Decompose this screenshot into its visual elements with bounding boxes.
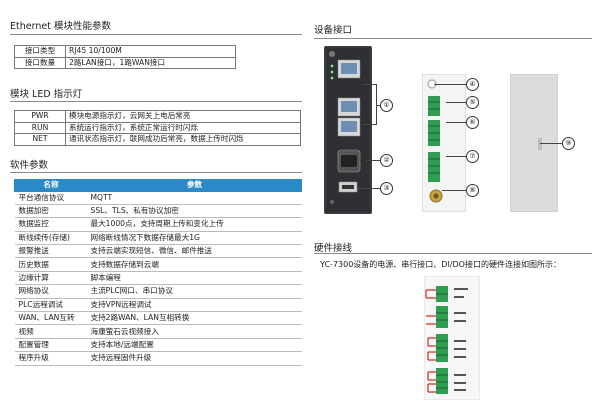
table-row: 程序升级支持远程固件升级: [14, 351, 302, 366]
table-row: PLC远程调试支持VPN远程调试: [14, 298, 302, 313]
callout-line: [376, 84, 377, 125]
callout-line: [446, 102, 466, 103]
table-cell: PLC远程调试: [14, 298, 88, 313]
table-row: 报警推送支持云端实现短信、微信、邮件推送: [14, 244, 302, 259]
table-cell: 脚本编程: [87, 271, 302, 286]
table-header: 名称: [14, 179, 88, 192]
table-cell: 最大1000点，支持周期上传和变化上传: [87, 217, 302, 232]
table-row: 数据监控最大1000点，支持周期上传和变化上传: [14, 217, 302, 232]
callout-5: ⑤: [466, 96, 479, 109]
led-rule: [10, 101, 302, 102]
terminal-block-image: [422, 74, 466, 212]
eth-table: 接口类型 RJ45 10/100M 接口数量 2路LAN接口，1路WAN接口: [14, 45, 236, 69]
eth-rule: [10, 34, 302, 35]
table-cell: 主流PLC网口、串口协议: [87, 284, 302, 299]
table-row: 接口类型 RJ45 10/100M: [14, 45, 236, 58]
table-cell: 程序升级: [14, 351, 88, 366]
callout-line: [434, 84, 466, 85]
callout-7: ⑦: [466, 150, 479, 163]
table-cell: MQTT: [87, 191, 302, 205]
table-cell: WAN、LAN互转: [14, 311, 88, 326]
table-cell: RJ45 10/100M: [65, 45, 236, 58]
table-cell: 报警推送: [14, 244, 88, 259]
table-cell: 2路LAN接口，1路WAN接口: [65, 56, 236, 69]
table-cell: 支持数据存储到云端: [87, 257, 302, 272]
soft-rule: [10, 172, 302, 173]
callout-line: [446, 156, 466, 157]
table-cell: 通讯状态指示灯，联网成功后常亮，数据上传时闪烁: [65, 133, 301, 146]
table-cell: 网络协议: [14, 284, 88, 299]
table-row: 配置管理支持本地/远端配置: [14, 338, 302, 353]
table-cell: 海康萤石云视频接入: [87, 324, 302, 339]
callout-line: [362, 124, 376, 125]
device-front-image: [324, 46, 372, 214]
callout-2: ②: [380, 154, 393, 167]
soft-title: 软件参数: [10, 160, 49, 171]
table-row: 接口数量 2路LAN接口，1路WAN接口: [14, 56, 236, 69]
table-row: PWR 模块电源指示灯，云网关上电后常亮: [14, 110, 301, 123]
table-cell: SSL、TLS、私有协议加密: [87, 204, 302, 219]
table-cell: 模块电源指示灯，云网关上电后常亮: [65, 110, 301, 123]
table-cell: 系统运行指示灯，系统正常运行时闪烁: [65, 121, 301, 134]
device-rule: [314, 38, 592, 39]
table-row: 历史数据支持数据存储到云端: [14, 257, 302, 272]
table-cell: 断线续传(存储): [14, 231, 88, 246]
callout-6: ⑥: [466, 116, 479, 129]
hw-caption: YC-7300设备的电源、串行接口、DI/DO接口的硬件连接如图所示：: [320, 260, 561, 269]
table-cell: 接口数量: [14, 56, 66, 69]
table-cell: 接口类型: [14, 45, 66, 58]
callout-line: [366, 160, 380, 161]
table-row: 网络协议主流PLC网口、串口协议: [14, 284, 302, 299]
table-row: 断线续传(存储)网络断线情况下数据存储最大1G: [14, 231, 302, 246]
callout-3: ③: [380, 182, 393, 195]
table-header: 参数: [87, 179, 302, 192]
hw-rule: [314, 253, 592, 254]
table-cell: 支持本地/远端配置: [87, 338, 302, 353]
table-cell: RUN: [14, 121, 66, 134]
table-row: RUN 系统运行指示灯，系统正常运行时闪烁: [14, 121, 301, 134]
wiring-diagram-image: [424, 276, 480, 400]
callout-line: [358, 188, 380, 189]
callout-line: [442, 190, 466, 191]
table-cell: 支持云端实现短信、微信、邮件推送: [87, 244, 302, 259]
callout-4: ④: [466, 78, 479, 91]
table-cell: PWR: [14, 110, 66, 123]
table-row: 边缘计算脚本编程: [14, 271, 302, 286]
table-cell: 网络断线情况下数据存储最大1G: [87, 231, 302, 246]
table-row: 视频海康萤石云视频接入: [14, 324, 302, 339]
table-cell: 视频: [14, 324, 88, 339]
callout-line: [446, 122, 466, 123]
table-cell: 支持远程固件升级: [87, 351, 302, 366]
device-title: 设备接口: [314, 25, 353, 36]
table-cell: 历史数据: [14, 257, 88, 272]
led-table: PWR 模块电源指示灯，云网关上电后常亮 RUN 系统运行指示灯，系统正常运行时…: [14, 110, 301, 146]
table-cell: 数据加密: [14, 204, 88, 219]
table-cell: 数据监控: [14, 217, 88, 232]
eth-title: Ethernet 模块性能参数: [10, 21, 111, 32]
hw-title: 硬件接线: [314, 243, 353, 254]
callout-9: ⑨: [562, 137, 575, 150]
table-cell: 支持2路WAN、LAN互相转换: [87, 311, 302, 326]
table-row: NET 通讯状态指示灯，联网成功后常亮，数据上传时闪烁: [14, 133, 301, 146]
callout-1: ①: [380, 99, 393, 112]
table-cell: 支持VPN远程调试: [87, 298, 302, 313]
callout-line: [540, 143, 562, 144]
table-cell: 边缘计算: [14, 271, 88, 286]
table-cell: 配置管理: [14, 338, 88, 353]
callout-8: ⑧: [466, 184, 479, 197]
table-header-row: 名称 参数: [14, 179, 302, 192]
callout-line: [376, 105, 380, 106]
table-cell: NET: [14, 133, 66, 146]
table-row: WAN、LAN互转支持2路WAN、LAN互相转换: [14, 311, 302, 326]
callout-line: [362, 84, 376, 85]
table-cell: 平台通信协议: [14, 191, 88, 205]
led-title: 模块 LED 指示灯: [10, 89, 83, 100]
